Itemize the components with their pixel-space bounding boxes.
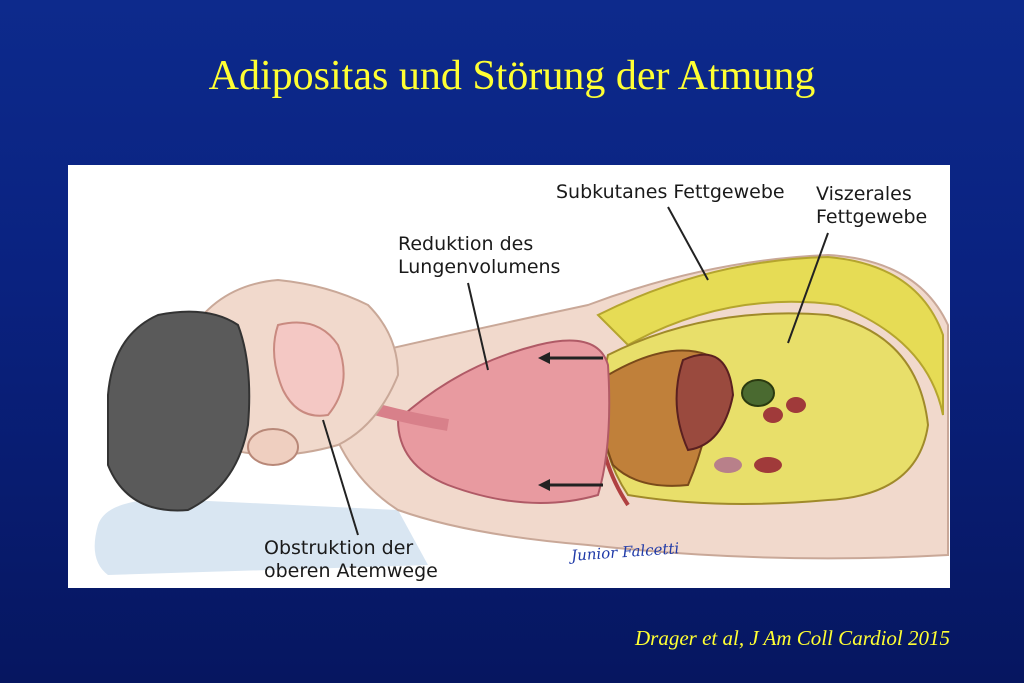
hair: [107, 310, 251, 512]
label-lung-volume-reduction: Reduktion des Lungenvolumens: [398, 233, 561, 278]
leader-subcutaneous: [667, 206, 709, 281]
organ-green: [741, 379, 775, 407]
label-upper-airway-obstruction: Obstruktion der oberen Atemwege: [264, 537, 438, 582]
airway-cross-section: [273, 321, 345, 417]
leader-visceral: [787, 232, 829, 344]
subcutaneous-fat-layer: [596, 255, 944, 416]
pillow: [94, 499, 429, 575]
ear: [247, 428, 299, 466]
organ-red-3: [714, 457, 742, 473]
arrow-lower-head: [538, 479, 550, 491]
label-subcutaneous-fat: Subkutanes Fettgewebe: [556, 181, 785, 203]
anatomy-drawing: [94, 206, 949, 575]
leader-airway: [322, 419, 359, 536]
slide-title: Adipositas und Störung der Atmung: [208, 53, 816, 99]
citation: Drager et al, J Am Coll Cardiol 2015: [635, 626, 950, 650]
lungs: [396, 339, 611, 504]
label-visceral-fat: Viszerales Fettgewebe: [816, 183, 928, 228]
arrow-upper-head: [538, 352, 550, 364]
organ-red-1: [763, 407, 783, 423]
organ-red-2: [786, 397, 806, 413]
anatomy-illustration: Subkutanes Fettgewebe Viszerales Fettgew…: [68, 165, 950, 588]
leader-lung: [467, 282, 489, 371]
stomach: [675, 353, 735, 452]
organ-red-4: [754, 457, 782, 473]
